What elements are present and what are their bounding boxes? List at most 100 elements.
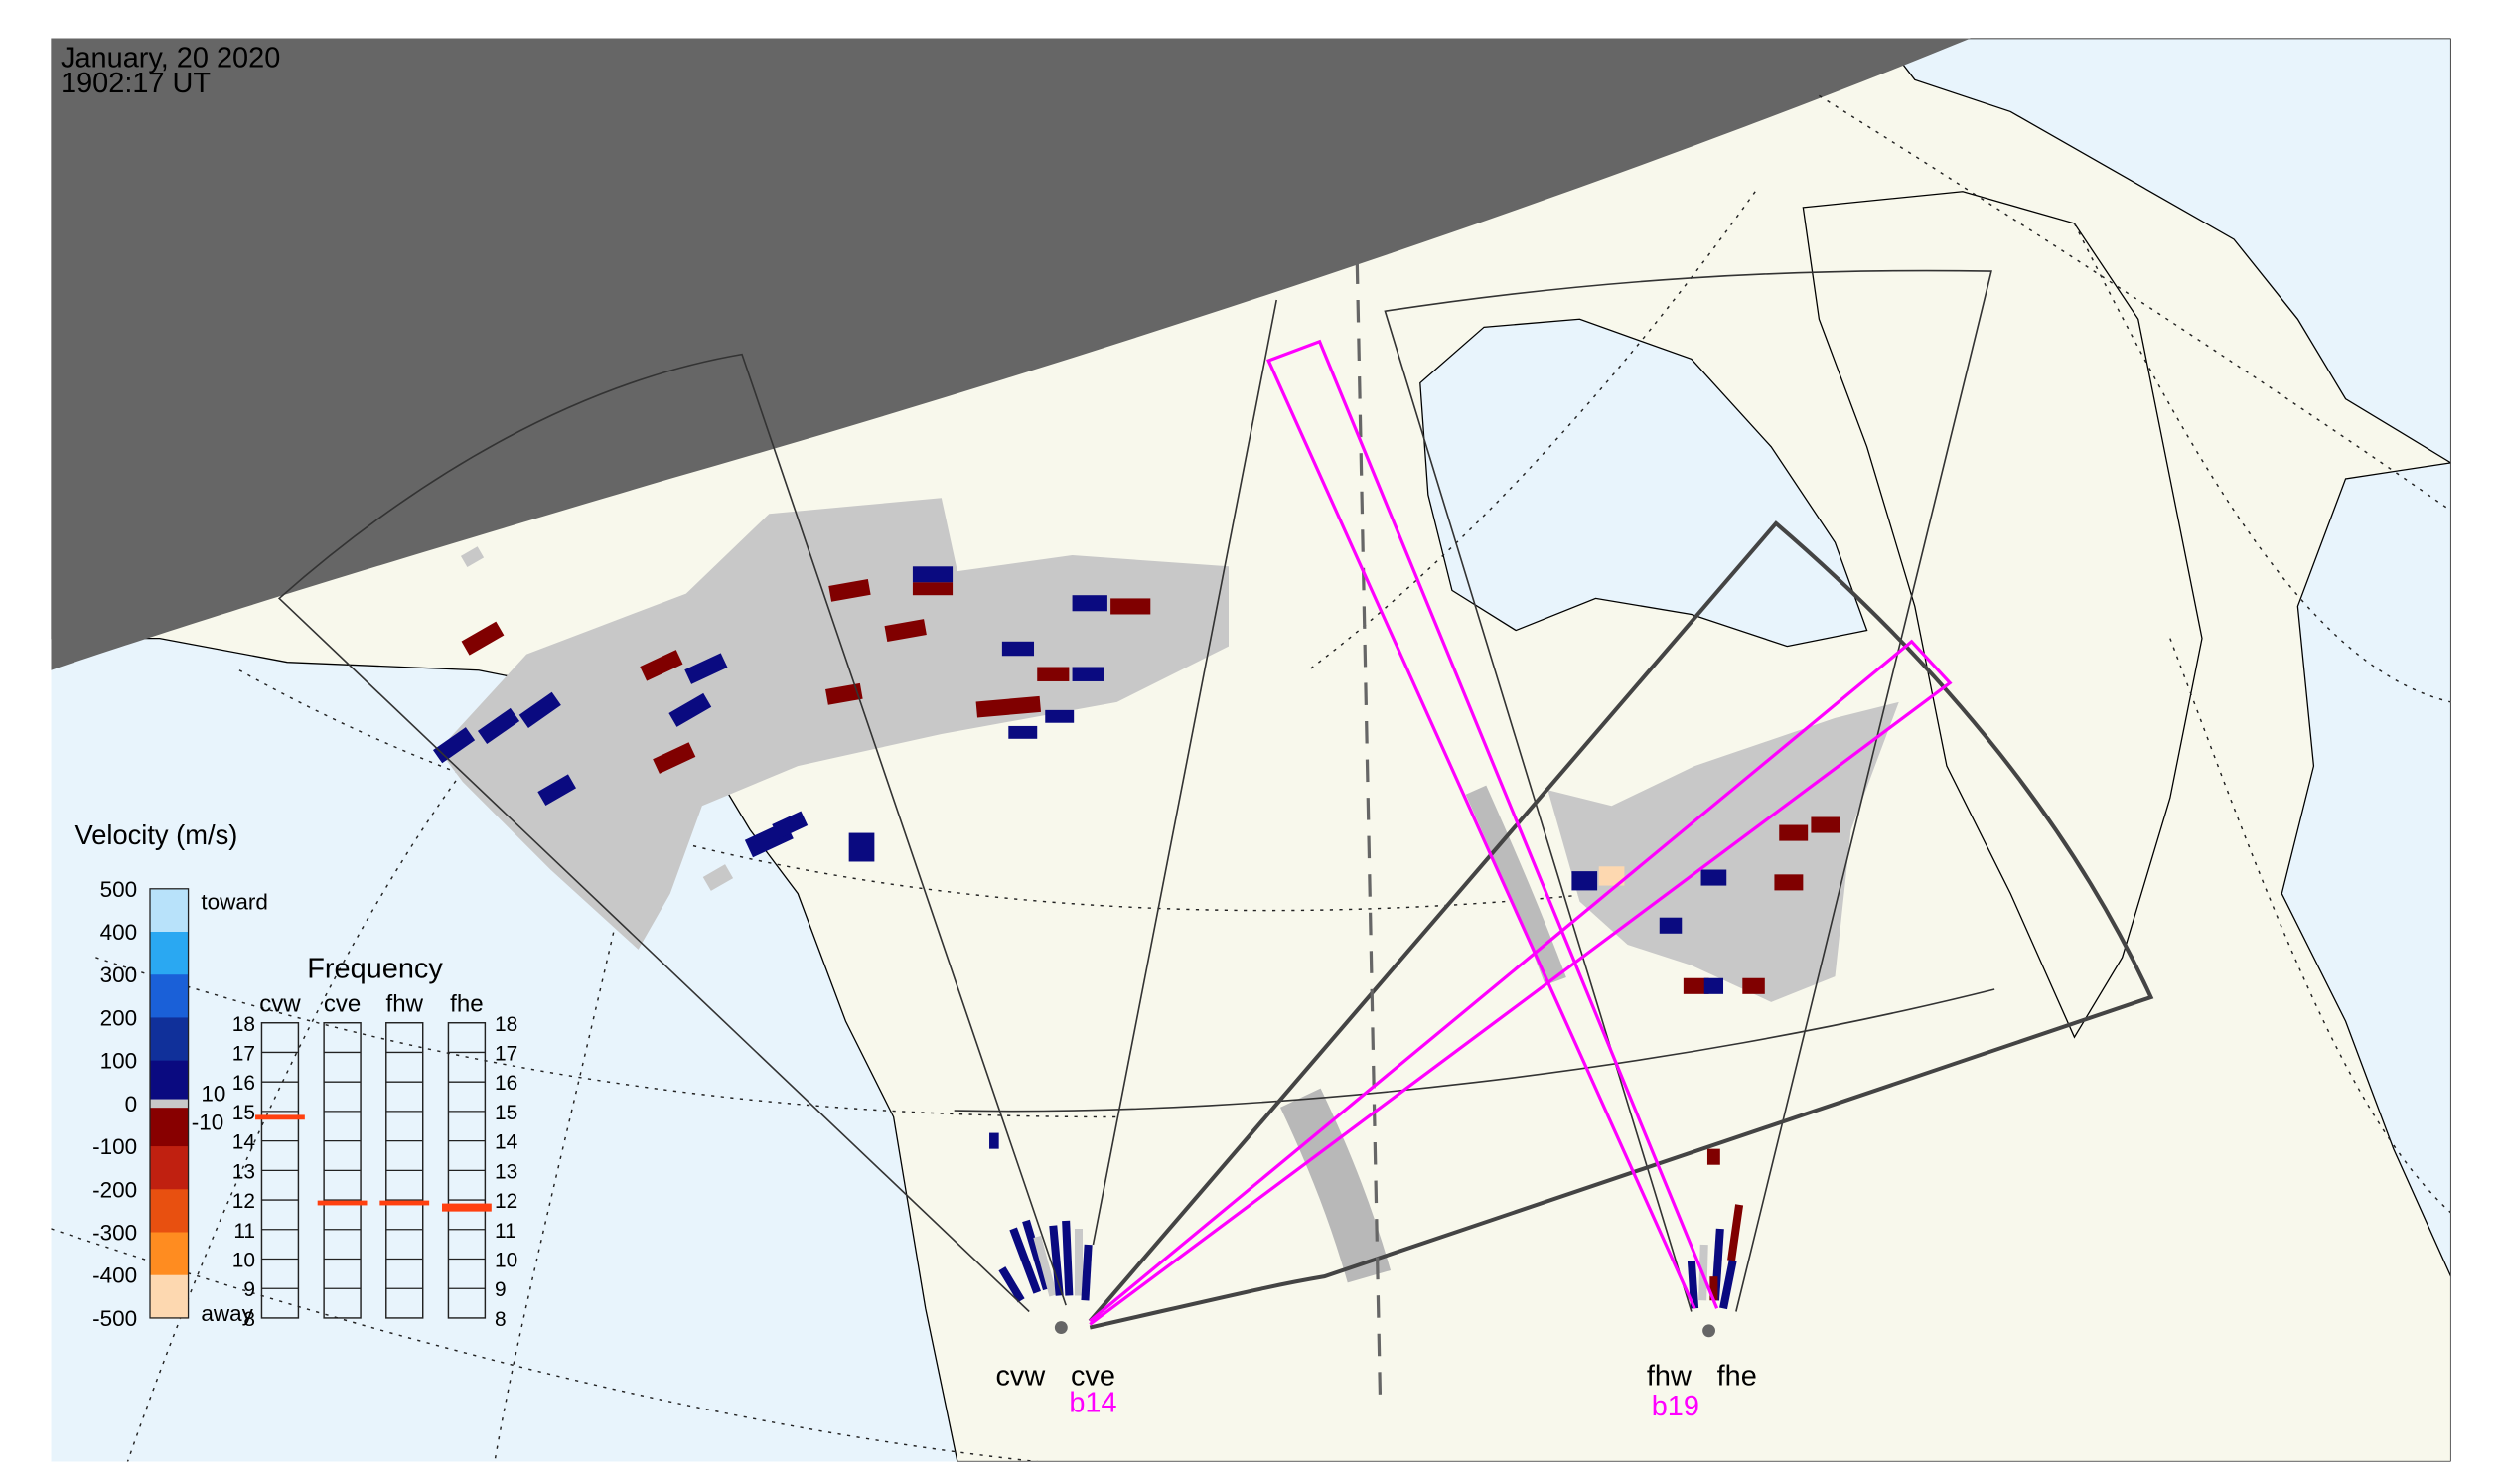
site-label-fhw: fhw bbox=[1647, 1360, 1692, 1392]
frequency-scale-left: 18 bbox=[232, 1013, 255, 1036]
frequency-radar-label: fhw bbox=[386, 990, 424, 1017]
velocity-cell bbox=[1742, 977, 1765, 994]
colorbar-label-10: 10 bbox=[201, 1081, 225, 1106]
velocity-cell bbox=[1719, 1260, 1737, 1310]
away-label: away bbox=[201, 1301, 253, 1326]
frequency-marker-cve bbox=[317, 1200, 368, 1206]
frequency-scale-right: 16 bbox=[495, 1072, 517, 1095]
velocity-cell bbox=[461, 621, 505, 656]
velocity-cell bbox=[640, 650, 683, 681]
velocity-cell bbox=[1001, 641, 1035, 657]
frequency-scale-left: 14 bbox=[232, 1131, 255, 1154]
ocean-atlantic bbox=[2281, 462, 2451, 1277]
colorbar-segment bbox=[150, 888, 189, 933]
velocity-cell bbox=[1700, 869, 1727, 886]
greenland-coast bbox=[1802, 191, 2203, 1039]
velocity-cell bbox=[912, 566, 954, 583]
velocity-cell bbox=[848, 832, 875, 862]
colorbar-tick-label: -500 bbox=[92, 1306, 137, 1331]
velocity-cell bbox=[1811, 816, 1840, 833]
velocity-cell bbox=[1659, 917, 1683, 934]
colorbar-segment bbox=[150, 1274, 189, 1319]
colorbar-tick-label: -300 bbox=[92, 1221, 137, 1246]
velocity-cell bbox=[1774, 874, 1804, 891]
beam-label-b19: b19 bbox=[1652, 1391, 1699, 1422]
fhw-fan-outline bbox=[1384, 269, 1992, 1312]
frequency-scale-left: 8 bbox=[243, 1308, 255, 1331]
frequency-scale-left: 10 bbox=[232, 1250, 255, 1272]
velocity-cell bbox=[989, 1132, 999, 1149]
frequency-radar-label: cve bbox=[324, 990, 361, 1017]
velocity-cell bbox=[912, 582, 954, 596]
toward-label: toward bbox=[201, 890, 268, 915]
frequency-scale-right: 13 bbox=[495, 1160, 517, 1183]
frequency-scale-left: 13 bbox=[232, 1160, 255, 1183]
frequency-marker-fhe bbox=[442, 1203, 492, 1212]
velocity-cell bbox=[1045, 709, 1075, 723]
site-label-fhe: fhe bbox=[1717, 1360, 1757, 1392]
velocity-cell bbox=[884, 619, 927, 642]
cve-fan-thick-outline bbox=[1088, 520, 2154, 1330]
velocity-cell bbox=[828, 578, 871, 602]
colorbar-segment bbox=[150, 1099, 189, 1109]
velocity-cell bbox=[1062, 1220, 1074, 1296]
night-terminator-shading bbox=[51, 38, 1972, 670]
velocity-cell bbox=[1598, 866, 1625, 886]
colorbar-label-neg10: -10 bbox=[192, 1110, 224, 1134]
colorbar-tick-label: -200 bbox=[92, 1177, 137, 1202]
beam-label-b14: b14 bbox=[1069, 1388, 1116, 1419]
colorbar-tick-label: 500 bbox=[100, 877, 138, 902]
velocity-cell bbox=[477, 707, 520, 745]
ocean-top-right bbox=[1881, 38, 2451, 464]
velocity-legend: Velocity (m/s) 5004003002001000-100-200-… bbox=[75, 819, 268, 1331]
fhw-scatter-strip bbox=[1465, 785, 1566, 985]
frequency-scale-right: 17 bbox=[495, 1042, 517, 1065]
meridian-dashed bbox=[1354, 223, 1383, 1405]
frequency-scale-left: 17 bbox=[232, 1042, 255, 1065]
velocity-cell bbox=[1706, 1148, 1720, 1165]
frequency-radar-label: cvw bbox=[259, 990, 301, 1017]
velocity-cell bbox=[1703, 977, 1724, 994]
velocity-cells bbox=[432, 546, 1840, 1310]
velocity-cell bbox=[998, 1266, 1025, 1303]
velocity-cell bbox=[702, 864, 734, 891]
frequency-scale-right: 10 bbox=[495, 1250, 517, 1272]
velocity-cell bbox=[1072, 595, 1107, 612]
site-label-cvw: cvw bbox=[995, 1360, 1045, 1392]
frequency-scale-left: 16 bbox=[232, 1072, 255, 1095]
frequency-scale-right: 9 bbox=[495, 1278, 507, 1301]
velocity-cell bbox=[1008, 725, 1038, 739]
colorbar-segment bbox=[150, 974, 189, 1019]
beam-b14-outline bbox=[1089, 639, 1953, 1326]
colorbar-segment bbox=[150, 1108, 189, 1147]
velocity-cell bbox=[975, 695, 1042, 718]
range-arc bbox=[954, 988, 1995, 1113]
frequency-marker-cvw bbox=[255, 1114, 305, 1120]
colorbar-segment bbox=[150, 1189, 189, 1234]
velocity-legend-title: Velocity (m/s) bbox=[75, 819, 238, 850]
colorbar-tick-label: -100 bbox=[92, 1134, 137, 1159]
colorbar-tick-label: 100 bbox=[100, 1049, 138, 1074]
colorbar-tick-label: 0 bbox=[125, 1092, 138, 1116]
cvw-ground-scatter bbox=[438, 498, 1230, 950]
frequency-scale-left: 11 bbox=[233, 1220, 255, 1243]
frequency-scale-right: 12 bbox=[495, 1190, 517, 1213]
time-label: 1902:17 UT bbox=[61, 68, 211, 99]
frequency-scale-right: 11 bbox=[495, 1220, 516, 1243]
velocity-cell bbox=[518, 691, 561, 728]
site-label-cve: cve bbox=[1071, 1360, 1115, 1392]
velocity-cell bbox=[1571, 871, 1598, 891]
frequency-scale-right: 14 bbox=[495, 1131, 517, 1154]
colorbar-segment bbox=[150, 1146, 189, 1191]
velocity-cell bbox=[1110, 598, 1151, 615]
frequency-marker-fhw bbox=[379, 1200, 430, 1206]
velocity-colorbar bbox=[150, 888, 189, 1319]
velocity-cell bbox=[653, 742, 696, 774]
velocity-cell bbox=[1683, 977, 1709, 994]
velocity-cell bbox=[1009, 1227, 1041, 1294]
colorbar-segment bbox=[150, 1017, 189, 1062]
colorbar-tick-label: -400 bbox=[92, 1263, 137, 1288]
